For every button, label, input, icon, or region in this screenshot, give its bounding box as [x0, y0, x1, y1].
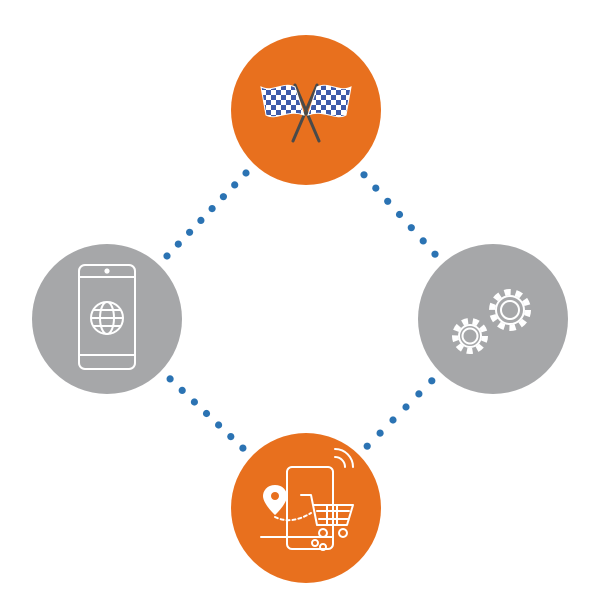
connector-dot	[174, 240, 182, 248]
connector-dot	[360, 171, 368, 179]
connector-dot	[190, 398, 198, 406]
connector-dot	[431, 250, 439, 258]
node-gears	[418, 244, 568, 394]
small-gear	[452, 318, 488, 354]
connector-dot	[227, 433, 235, 441]
connector-dot	[163, 252, 171, 260]
connector-dot	[202, 409, 211, 418]
node-mobile-shopping	[231, 433, 381, 583]
connector-dot	[407, 224, 415, 232]
node-mobile-web	[32, 244, 182, 394]
connector-dot	[219, 193, 227, 201]
mobile-shopping-icon	[260, 448, 354, 551]
connector-dot	[415, 390, 423, 398]
connector-dot	[242, 169, 250, 177]
smartphone-globe-icon	[78, 264, 136, 370]
connector-dot	[197, 216, 205, 224]
gears-icon	[452, 289, 531, 354]
connector-dot	[428, 377, 436, 385]
connector-dot	[395, 210, 404, 219]
connector-dot	[215, 421, 223, 429]
connector-dot	[419, 237, 427, 245]
connector-dot	[208, 205, 216, 213]
node-finish-flags	[231, 35, 381, 185]
large-gear	[489, 289, 531, 331]
connector-dot	[376, 429, 384, 437]
connector-dot	[231, 181, 239, 189]
connector-dot	[186, 228, 194, 236]
connector-dot	[166, 375, 174, 383]
connector-dot	[178, 386, 186, 394]
connector-dot	[402, 403, 410, 411]
connector-dot	[389, 416, 397, 424]
connector-dot	[239, 444, 247, 452]
connector-dot	[384, 197, 392, 205]
checkered-flags-icon	[260, 83, 352, 143]
connector-dot	[372, 184, 380, 192]
connector-dot	[363, 442, 371, 450]
